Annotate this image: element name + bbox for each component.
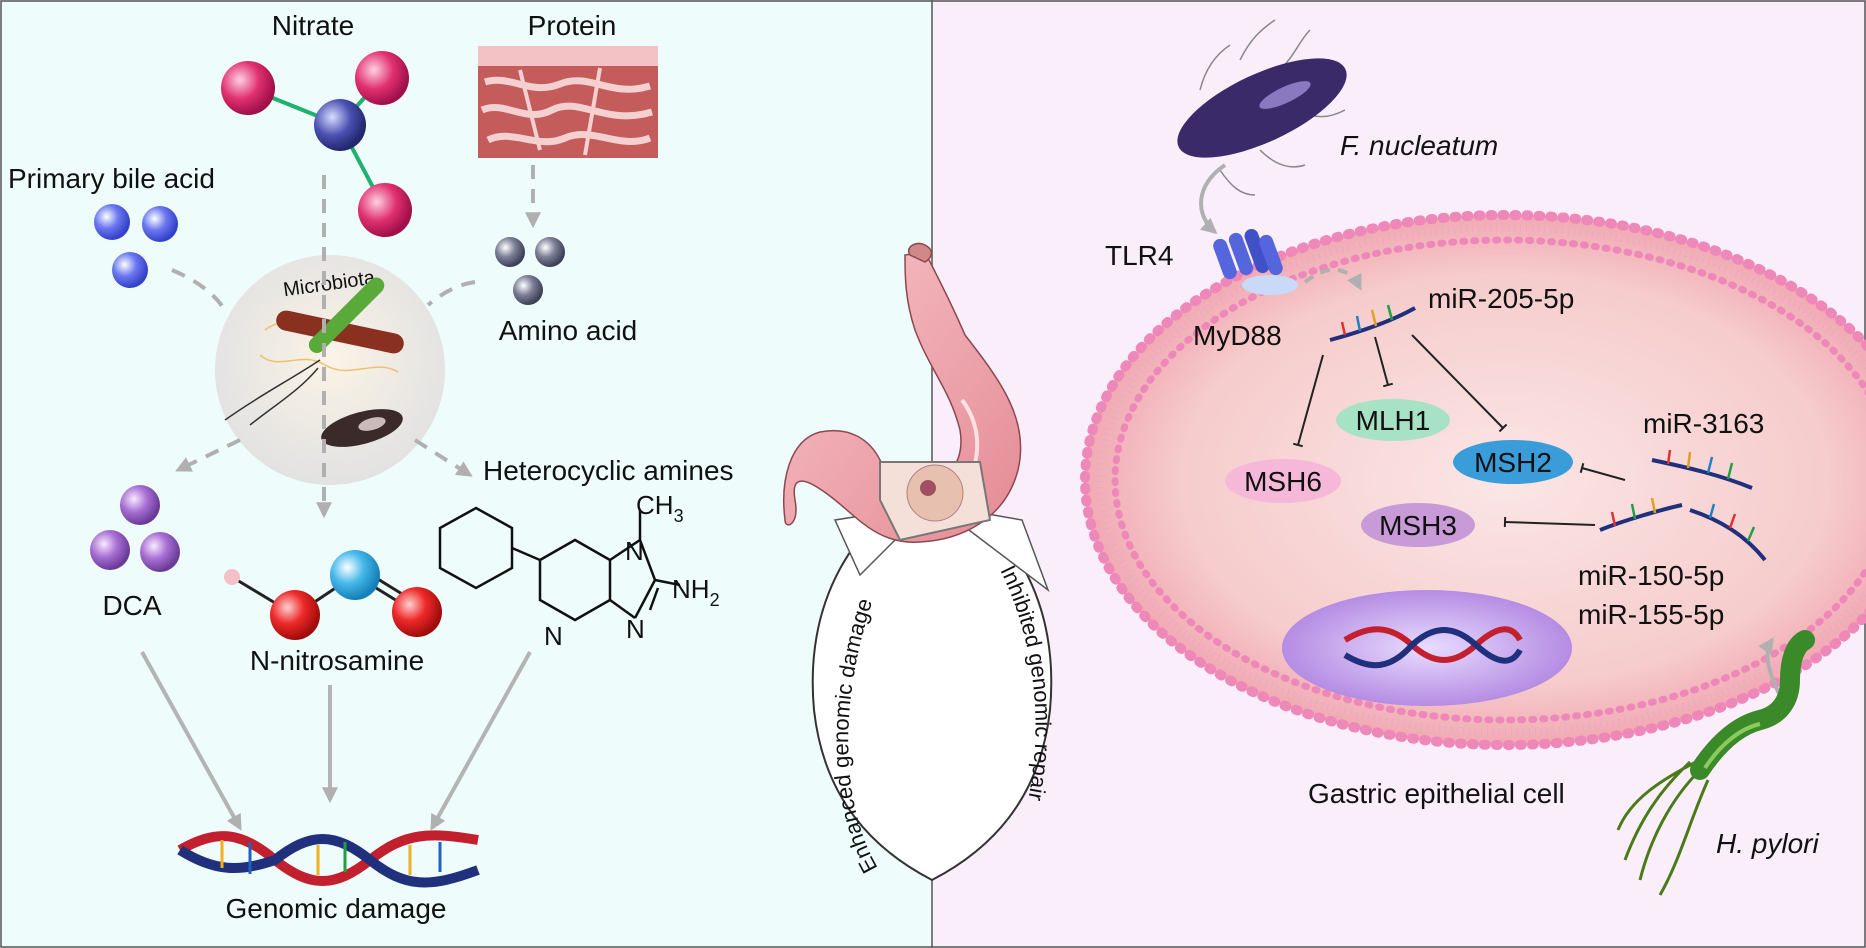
dashed-input-arrows: [171, 165, 541, 312]
mlh1-ellipse: [1336, 399, 1450, 441]
mir-150-155-rna-icon: [1599, 497, 1767, 562]
chem-n3-label: N: [544, 621, 563, 651]
dca-label: DCA: [102, 590, 161, 621]
microbiota-bacteria-icon: [224, 277, 404, 447]
chem-ch-sub: 3: [674, 506, 684, 526]
tlr4-receptor-icon: [1213, 228, 1298, 295]
f-nucleatum-label: F. nucleatum: [1340, 130, 1498, 161]
nitrate-label: Nitrate: [272, 10, 354, 41]
genomic-damage-arrows: [140, 651, 532, 831]
chem-ch3-label: CH3: [636, 490, 684, 526]
msh6-label: MSH6: [1244, 466, 1322, 497]
nitrate-molecule-icon: [221, 51, 412, 237]
heterocyclic-amines-label: Heterocyclic amines: [483, 455, 734, 486]
mir150-inhibits-msh3: [1503, 516, 1596, 528]
gastric-epithelial-cell: [1085, 215, 1866, 745]
msh3-ellipse: [1361, 503, 1475, 547]
protein-label: Protein: [528, 10, 617, 41]
h-pylori-bacterium-icon: [1616, 630, 1815, 896]
n-nitrosamine-label: N-nitrosamine: [250, 645, 424, 676]
msh2-ellipse: [1453, 440, 1573, 484]
myd88-label: MyD88: [1193, 320, 1282, 351]
tlr4-to-mirna-arrow: [1303, 267, 1362, 291]
msh6-ellipse: [1225, 459, 1341, 503]
mir3163-inhibits-msh2: [1579, 462, 1626, 481]
mir-155-5p-label: miR-155-5p: [1578, 599, 1724, 630]
chem-nh-sub: 2: [710, 590, 720, 610]
genomic-damage-label: Genomic damage: [225, 893, 446, 924]
cell-membrane-mid: [1096, 224, 1866, 736]
primary-bile-acid-label: Primary bile acid: [8, 163, 215, 194]
mlh1-label: MLH1: [1356, 405, 1431, 436]
n-nitrosamine-molecule-icon: [224, 550, 442, 640]
mir-205-5p-rna-icon: [1329, 304, 1416, 342]
mir-150-5p-label: miR-150-5p: [1578, 560, 1724, 591]
mir-205-5p-label: miR-205-5p: [1428, 283, 1574, 314]
chem-nh-text: NH: [672, 574, 710, 604]
chem-n1-label: N: [625, 536, 644, 566]
stomach-icon: [783, 242, 1022, 543]
chem-nh2-label: NH2: [672, 574, 720, 610]
heterocyclic-amine-structure-icon: [438, 506, 681, 622]
gastric-epithelial-cell-label: Gastric epithelial cell: [1308, 778, 1565, 809]
mir205-inhibition-lines: [1292, 334, 1508, 448]
h-pylori-label: H. pylori: [1716, 828, 1819, 859]
nucleus: [1282, 590, 1572, 706]
chem-ch-text: CH: [636, 490, 674, 520]
cell-membrane-inner: [1111, 236, 1866, 724]
msh2-label: MSH2: [1474, 447, 1552, 478]
bile-acid-spheres-icon: [94, 204, 178, 288]
cell-membrane-outer: [1080, 210, 1866, 750]
msh3-label: MSH3: [1379, 510, 1457, 541]
nucleus-dna-icon: [1343, 626, 1523, 669]
chem-n2-label: N: [626, 614, 645, 644]
protein-tissue-icon: [478, 46, 658, 158]
f-nucleatum-bacterium-icon: [1177, 19, 1347, 196]
genomic-damage-dna-icon: [177, 830, 480, 888]
dashed-output-arrows: [175, 438, 473, 477]
fnucleatum-to-tlr4-arrow: [1199, 163, 1227, 235]
tlr4-label: TLR4: [1105, 240, 1173, 271]
mir-3163-rna-icon: [1651, 449, 1753, 490]
amino-acid-label: Amino acid: [499, 315, 638, 346]
mir-3163-label: miR-3163: [1643, 408, 1764, 439]
dca-spheres-icon: [90, 485, 180, 572]
teardrop-shape: [811, 478, 1053, 882]
amino-acid-spheres-icon: [495, 237, 565, 305]
